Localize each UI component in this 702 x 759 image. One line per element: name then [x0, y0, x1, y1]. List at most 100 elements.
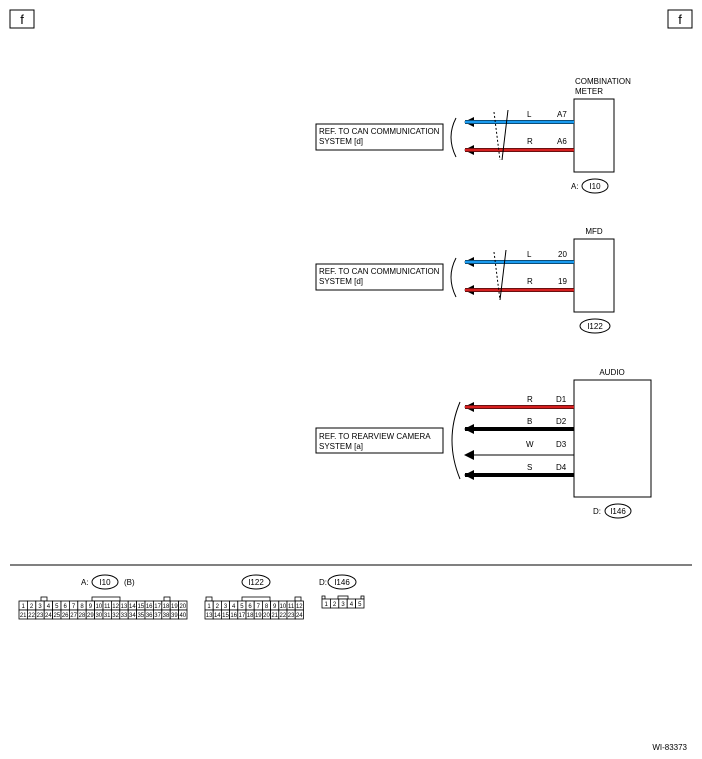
mfd-section: MFD REF. TO CAN COMMUNICATION SYSTEM [d]…	[315, 227, 615, 334]
ref-text-camera-a: REF. TO REARVIEW CAMERA	[319, 432, 431, 441]
connector-key	[360, 595, 365, 600]
connector-pin-number: 1	[207, 604, 211, 610]
connector-prefix: D:	[319, 578, 327, 587]
connector-pin-number: 1	[22, 604, 26, 610]
connector-pin-number: 2	[30, 604, 34, 610]
wire-color-label: R	[527, 277, 533, 286]
page-marker-left: f	[9, 9, 35, 29]
connector-pin-number: 21	[271, 613, 278, 619]
svg-text:f: f	[20, 12, 24, 27]
ref-box-camera	[315, 427, 444, 454]
connector-pin-number: 17	[154, 604, 161, 610]
connector-oval	[241, 574, 271, 590]
wire-color-label: L	[527, 250, 532, 259]
connector-pin-cell	[178, 609, 188, 620]
connector-pin-number: 34	[129, 613, 136, 619]
connector-pin-number: 5	[358, 602, 362, 608]
wire-color-label: S	[527, 463, 532, 472]
connector-pin-number: 19	[255, 613, 262, 619]
connector-pin-number: 25	[53, 613, 60, 619]
connector-pin-number: 40	[179, 613, 186, 619]
connector-pin-number: 18	[163, 604, 170, 610]
audio-label: AUDIO	[599, 368, 624, 377]
connector-suffix: (B)	[124, 578, 135, 587]
connector-pin-number: 18	[247, 613, 254, 619]
wire-bracket	[450, 117, 457, 158]
connector-key	[294, 596, 302, 602]
connector-pin-number: 30	[95, 613, 102, 619]
connector-pin-number: 23	[37, 613, 44, 619]
pin-label: A6	[557, 137, 567, 146]
connector-key	[91, 596, 121, 602]
connector-key	[163, 596, 171, 602]
connector-oval	[91, 574, 119, 590]
connector-pin-number: 35	[137, 613, 144, 619]
connector-pin-cell	[294, 609, 304, 620]
connector-pin-number: 33	[121, 613, 128, 619]
combination-meter-box	[573, 98, 615, 173]
connector-pin-number: 32	[112, 613, 119, 619]
connector-oval	[604, 503, 632, 519]
connector-pin-number: 3	[224, 604, 228, 610]
audio-box	[573, 379, 652, 498]
connector-pin-number: 10	[280, 604, 287, 610]
connector-pin-number: 7	[257, 604, 261, 610]
pin-label: D4	[556, 463, 567, 472]
ref-box-can-2	[315, 263, 444, 291]
connector-pin-number: 21	[20, 613, 27, 619]
connector-pin-number: 22	[280, 613, 287, 619]
svg-text:f: f	[678, 12, 682, 27]
connector-oval	[327, 574, 357, 590]
connector-pin-number: 12	[112, 604, 119, 610]
connector-pin-number: 36	[146, 613, 153, 619]
connector-id: I10	[99, 578, 111, 587]
connector-id: I146	[334, 578, 350, 587]
audio-section: AUDIO REF. TO REARVIEW CAMERA SYSTEM [a]…	[315, 368, 652, 519]
ref-box-can-1	[315, 123, 444, 151]
connector-pin-number: 8	[80, 604, 84, 610]
connector-prefix: D:	[593, 507, 601, 516]
wire-color-label: R	[527, 137, 533, 146]
connector-pin-number: 15	[137, 604, 144, 610]
wire-bracket	[450, 257, 457, 298]
connector-id: I122	[587, 322, 603, 331]
pin-label: D3	[556, 440, 567, 449]
ref-text-can-1b: SYSTEM [d]	[319, 137, 363, 146]
connector-pin-number: 8	[265, 604, 269, 610]
connector-id: I10	[589, 182, 601, 191]
page-marker-right: f	[667, 9, 693, 29]
connector-key	[40, 596, 48, 602]
connector-pin-number: 9	[273, 604, 277, 610]
connector-oval	[581, 178, 609, 194]
connector-pin-number: 37	[154, 613, 161, 619]
connector-a-header: A: I10 (B)	[81, 574, 135, 590]
connector-b-header: I122	[241, 574, 271, 590]
pin-label: A7	[557, 110, 567, 119]
wire-color-label: B	[527, 417, 532, 426]
combination-meter-label-1: COMBINATION	[575, 77, 631, 86]
connector-pin-number: 19	[171, 604, 178, 610]
connector-key	[205, 596, 213, 602]
connector-prefix: A:	[571, 182, 579, 191]
connector-pin-number: 2	[333, 602, 337, 608]
connector-pin-number: 6	[64, 604, 68, 610]
connector-pin-number: 16	[230, 613, 237, 619]
connector-pin-number: 4	[350, 602, 354, 608]
twist-dashed	[493, 111, 501, 161]
connector-pin-number: 3	[341, 602, 345, 608]
connector-pin-number: 6	[248, 604, 252, 610]
connector-pin-cell	[355, 598, 365, 609]
connector-pin-number: 15	[222, 613, 229, 619]
connector-oval	[579, 318, 611, 334]
ref-text-camera-b: SYSTEM [a]	[319, 442, 363, 451]
connector-pin-number: 7	[72, 604, 76, 610]
connector-pin-number: 24	[296, 613, 303, 619]
connector-pin-number: 10	[95, 604, 102, 610]
connector-pin-number: 27	[70, 613, 77, 619]
connector-key	[337, 595, 349, 600]
connector-key	[241, 596, 271, 602]
mfd-box	[573, 238, 615, 313]
